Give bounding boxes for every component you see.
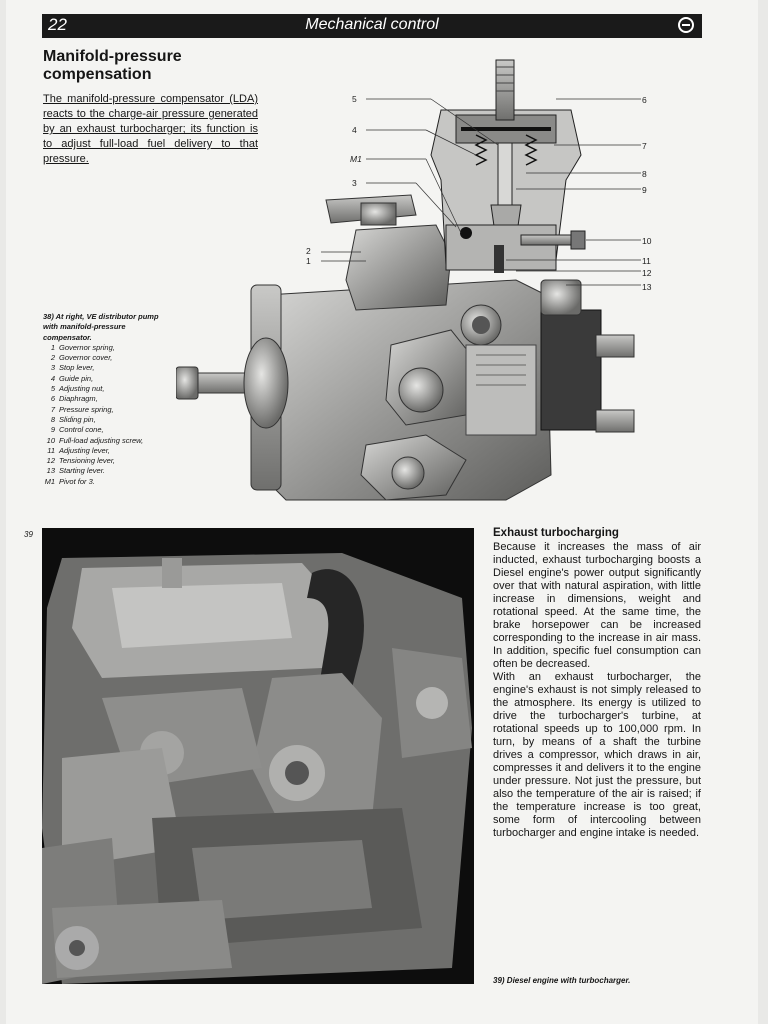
bosch-logo-icon (678, 17, 694, 33)
callout-10: 10 (642, 236, 652, 246)
callout-2: 2 (306, 246, 311, 256)
page-number: 22 (48, 15, 67, 34)
page: 22 Mechanical control Manifold-pressure … (6, 0, 758, 1024)
callout-4: 4 (352, 125, 357, 135)
turbocharging-heading: Exhaust turbocharging (493, 527, 619, 539)
article-heading: Manifold-pressure compensation (43, 48, 182, 83)
callout-3: 3 (352, 178, 357, 188)
callout-12: 12 (642, 268, 652, 278)
callout-13: 13 (642, 282, 652, 292)
turbocharged-engine-photo (42, 528, 474, 984)
distributor-pump-illustration (176, 59, 641, 501)
turbocharging-paragraph: Because it increases the mass of air ind… (493, 541, 701, 670)
callout-11: 11 (642, 256, 651, 266)
callout-5: 5 (352, 94, 357, 104)
turbocharging-paragraph: With an exhaust turbocharger, the engine… (493, 671, 701, 839)
callout-7: 7 (642, 141, 647, 151)
figure-38-caption: 38) At right, VE distributor pump with m… (43, 312, 163, 487)
turbocharging-body: Because it increases the mass of air ind… (493, 541, 701, 840)
callout-9: 9 (642, 185, 647, 195)
figure-38-caption-title: 38) At right, VE distributor pump with m… (43, 312, 159, 342)
figure-39-caption: 39) Diesel engine with turbocharger. (493, 976, 631, 985)
callout-m1: M1 (350, 154, 362, 164)
callout-6: 6 (642, 95, 647, 105)
callout-1: 1 (306, 256, 311, 266)
section-title: Mechanical control (305, 16, 439, 33)
intro-paragraph: The manifold-pressure compensator (LDA) … (43, 93, 258, 165)
figure-39-number: 39 (24, 530, 33, 539)
callout-8: 8 (642, 169, 647, 179)
page-header: 22 Mechanical control (42, 14, 702, 38)
